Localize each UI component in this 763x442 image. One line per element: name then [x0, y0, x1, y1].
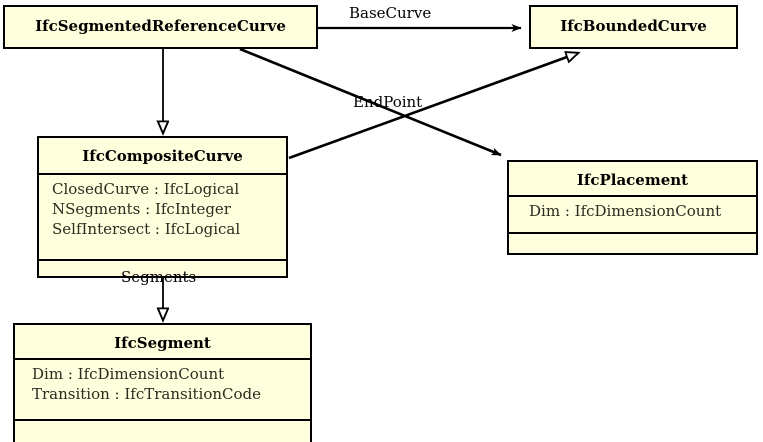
class-title: IfcSegmentedReferenceCurve: [35, 17, 286, 35]
attribute-row: Dim : IfcDimensionCount: [529, 202, 722, 220]
class-title: IfcSegment: [114, 334, 211, 352]
attribute-row: Transition : IfcTransitionCode: [32, 384, 262, 403]
class-attributes: Dim : IfcDimensionCount: [509, 195, 756, 232]
class-box-ifcsegmentedreferencecurve[interactable]: IfcSegmentedReferenceCurve: [3, 5, 318, 49]
attribute-row: ClosedCurve : IfcLogical: [52, 180, 240, 198]
edge-label-segments: Segments: [121, 268, 197, 286]
class-operations: [39, 259, 286, 278]
edge-label-endpoint: EndPoint: [353, 93, 423, 111]
class-box-ifcplacement[interactable]: IfcPlacement Dim : IfcDimensionCount: [507, 160, 758, 255]
class-box-ifcboundedcurve[interactable]: IfcBoundedCurve: [529, 5, 738, 49]
class-operations: [509, 232, 756, 255]
class-title: IfcPlacement: [576, 171, 689, 189]
class-attributes: Dim : IfcDimensionCount Transition : Ifc…: [15, 358, 310, 419]
edge-inherit-bounded: [288, 53, 578, 160]
attribute-row: NSegments : IfcInteger: [52, 199, 231, 218]
attribute-row: SelfIntersect : IfcLogical: [52, 219, 241, 238]
class-box-ifccompositecurve[interactable]: IfcCompositeCurve ClosedCurve : IfcLogic…: [37, 136, 288, 278]
class-title: IfcCompositeCurve: [82, 147, 243, 165]
class-operations: [15, 419, 310, 442]
edge-endpoint: [239, 47, 502, 157]
class-title: IfcBoundedCurve: [560, 17, 707, 35]
edge-label-basecurve: BaseCurve: [349, 4, 432, 22]
class-attributes: ClosedCurve : IfcLogical NSegments : Ifc…: [39, 173, 286, 259]
attribute-row: Dim : IfcDimensionCount: [32, 365, 225, 383]
class-box-ifcsegment[interactable]: IfcSegment Dim : IfcDimensionCount Trans…: [13, 323, 312, 442]
